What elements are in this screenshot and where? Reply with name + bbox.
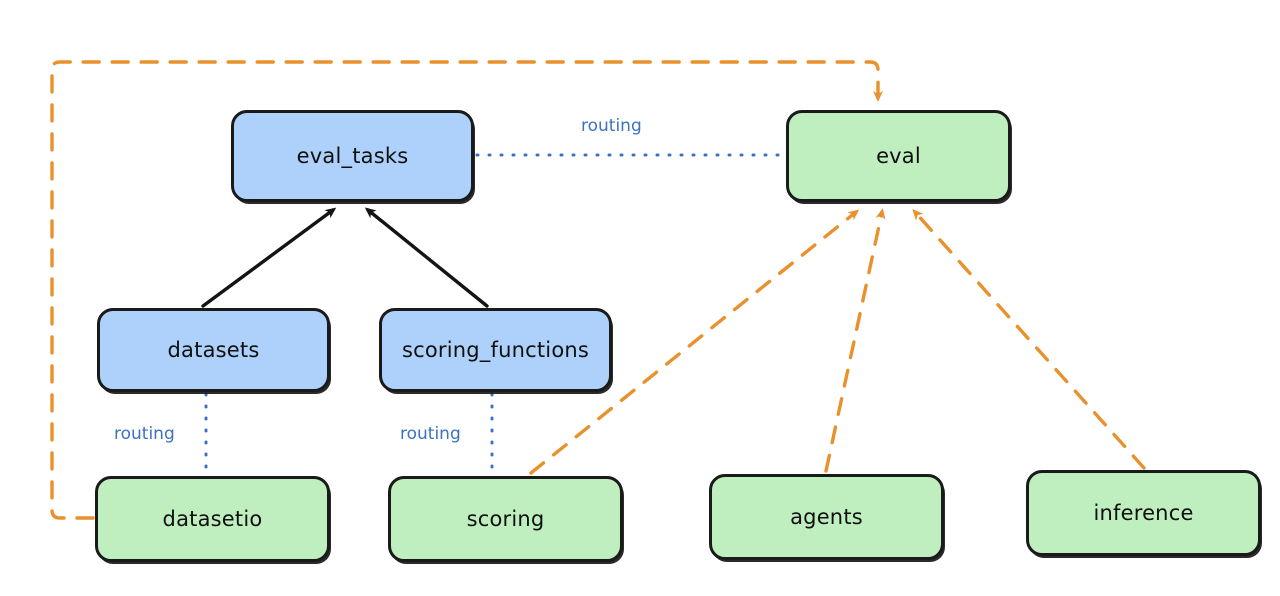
- edge-label-routing-scoring-functions: routing: [396, 424, 465, 444]
- node-label: datasets: [167, 338, 260, 362]
- node-label: scoring: [466, 507, 545, 531]
- node-label: inference: [1093, 501, 1194, 525]
- edge-scoring_functions-to-eval_tasks: [364, 207, 489, 308]
- node-label: agents: [790, 505, 863, 529]
- node-inference[interactable]: inference: [1026, 470, 1261, 556]
- edge-label-routing-eval-tasks: routing: [577, 116, 646, 136]
- node-agents[interactable]: agents: [709, 474, 944, 560]
- node-eval[interactable]: eval: [786, 110, 1011, 202]
- node-label: eval_tasks: [296, 144, 409, 168]
- node-datasets[interactable]: datasets: [97, 308, 330, 392]
- edge-label-routing-datasets: routing: [110, 424, 179, 444]
- node-scoring-functions[interactable]: scoring_functions: [379, 308, 612, 392]
- edge-datasets-to-eval_tasks: [201, 207, 337, 308]
- edge-scoring-to-eval: [529, 209, 860, 475]
- node-label: scoring_functions: [401, 338, 590, 362]
- node-label: eval: [876, 144, 921, 168]
- edge-inference-to-eval: [912, 209, 1146, 470]
- node-datasetio[interactable]: datasetio: [95, 476, 330, 562]
- edge-datasetio-to-eval: [50, 60, 883, 520]
- edge-agents-to-eval: [824, 208, 886, 473]
- node-label: datasetio: [162, 507, 263, 531]
- node-scoring[interactable]: scoring: [388, 476, 623, 562]
- node-eval-tasks[interactable]: eval_tasks: [231, 110, 474, 202]
